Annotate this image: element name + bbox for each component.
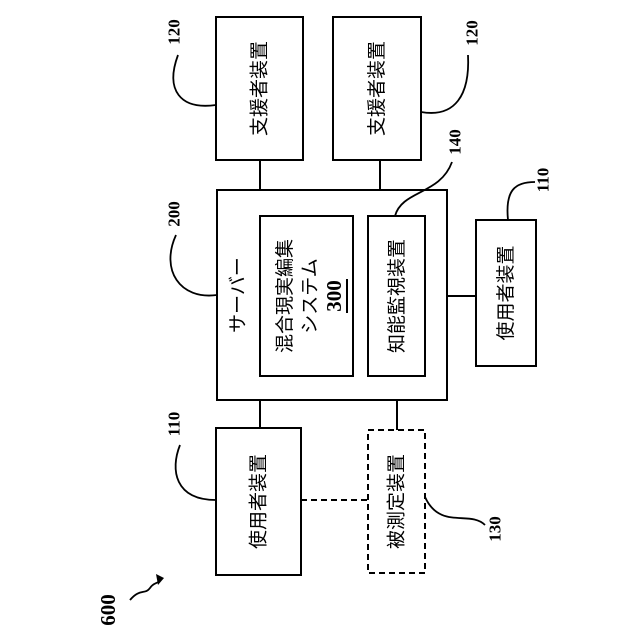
- ref-140: 140: [446, 129, 465, 155]
- mr-editing-system: 混合現実編集 システム 300: [260, 216, 353, 376]
- ref-600: 600: [96, 594, 120, 626]
- ref-110-bottom: 110: [165, 412, 184, 437]
- mr-editing-system-ref: 300: [322, 280, 346, 312]
- figure-arrow: [130, 574, 164, 600]
- leader-110-right: [507, 182, 535, 220]
- user-device-right-label: 使用者装置: [495, 245, 517, 340]
- support-device-left: 支援者装置: [216, 17, 303, 160]
- leader-110-bottom: [176, 445, 216, 500]
- support-device-right: 支援者装置: [333, 17, 421, 160]
- leader-130: [425, 497, 485, 525]
- measured-device: 被測定装置: [368, 430, 425, 573]
- mr-editing-system-label-line1: 混合現実編集: [274, 239, 296, 353]
- server-label: サーバー: [227, 257, 249, 333]
- leader-120-right: [421, 55, 468, 113]
- leader-120-left: [173, 55, 216, 106]
- measured-device-label: 被測定装置: [386, 454, 408, 549]
- support-device-left-label: 支援者装置: [249, 41, 271, 136]
- support-device-right-label: 支援者装置: [366, 41, 388, 136]
- intelligent-monitor: 知能監視装置: [368, 216, 425, 376]
- user-device-right: 使用者装置: [476, 220, 536, 366]
- user-device-bottom-label: 使用者装置: [248, 454, 270, 549]
- intelligent-monitor-label: 知能監視装置: [386, 239, 408, 353]
- user-device-bottom: 使用者装置: [216, 428, 301, 575]
- mr-editing-system-label-line2: システム: [299, 258, 321, 333]
- figure-arrow-curve: [130, 580, 160, 600]
- ref-120-right: 120: [463, 20, 482, 46]
- leader-200: [170, 235, 217, 296]
- ref-200: 200: [165, 201, 184, 227]
- ref-120-left: 120: [165, 19, 184, 45]
- ref-110-right: 110: [534, 168, 553, 193]
- ref-130: 130: [486, 516, 505, 542]
